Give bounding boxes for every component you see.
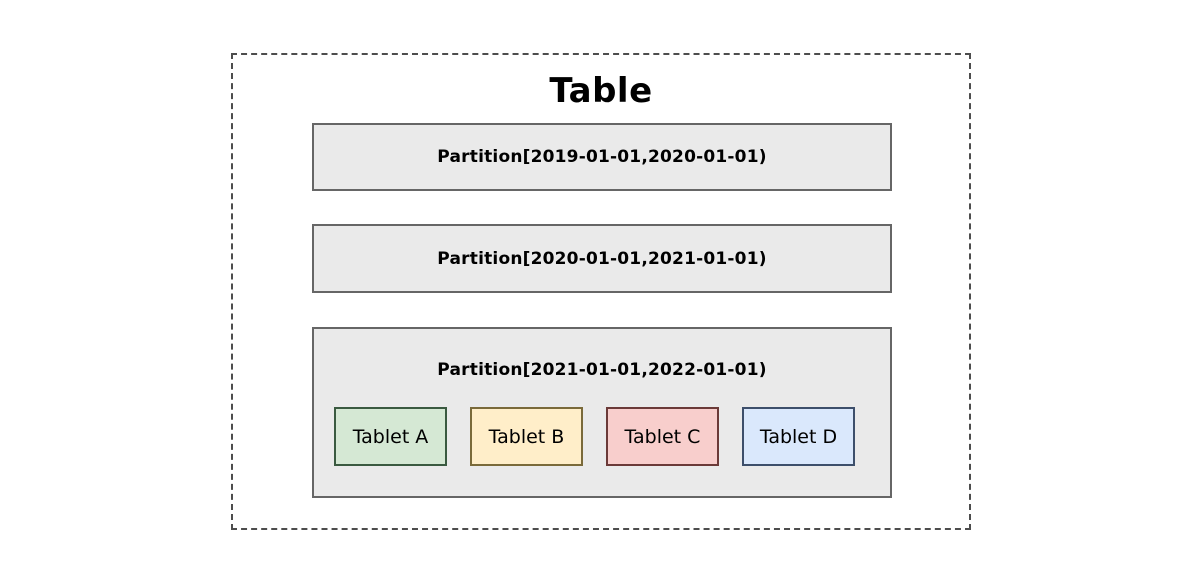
tablet-box-a[interactable]: Tablet A xyxy=(334,407,447,466)
tablet-row: Tablet A Tablet B Tablet C Tablet D xyxy=(334,407,874,466)
tablet-label: Tablet B xyxy=(488,425,565,448)
partition-label: Partition[2021-01-01,2022-01-01) xyxy=(437,360,767,380)
table-container: Table Partition[2019-01-01,2020-01-01) P… xyxy=(231,53,971,530)
tablet-box-d[interactable]: Tablet D xyxy=(742,407,855,466)
partition-label: Partition[2019-01-01,2020-01-01) xyxy=(437,147,767,167)
partition-box-2021[interactable]: Partition[2021-01-01,2022-01-01) Tablet … xyxy=(312,327,892,498)
tablet-box-c[interactable]: Tablet C xyxy=(606,407,719,466)
partition-label: Partition[2020-01-01,2021-01-01) xyxy=(437,248,767,269)
tablet-box-b[interactable]: Tablet B xyxy=(470,407,583,466)
tablet-label: Tablet C xyxy=(624,425,701,448)
partition-box-2019[interactable]: Partition[2019-01-01,2020-01-01) xyxy=(312,123,892,191)
partition-box-2020[interactable]: Partition[2020-01-01,2021-01-01) xyxy=(312,224,892,293)
page-title: Table xyxy=(549,71,653,111)
tablet-label: Tablet A xyxy=(352,425,429,448)
tablet-label: Tablet D xyxy=(759,425,838,448)
